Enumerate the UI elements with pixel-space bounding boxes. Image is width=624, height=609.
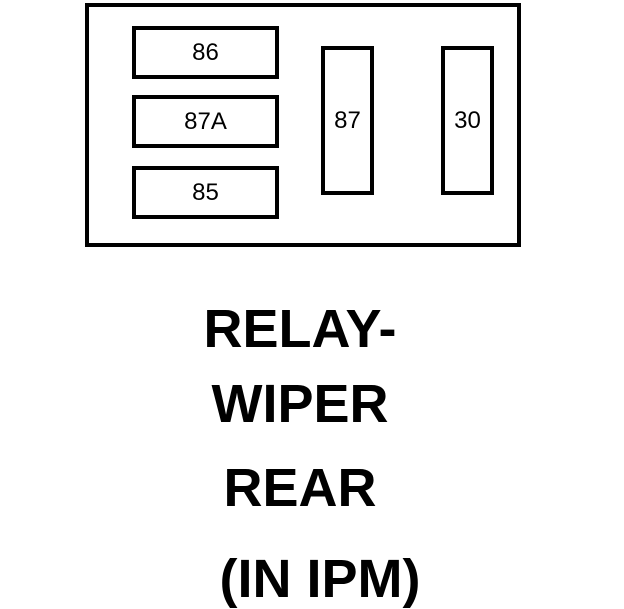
terminal-85: 85: [132, 166, 279, 219]
terminal-86-label: 86: [192, 38, 219, 66]
terminal-30: 30: [441, 46, 494, 195]
terminal-87a: 87A: [132, 95, 279, 148]
caption-line-4: (IN IPM): [219, 549, 421, 609]
caption-line-3: REAR: [223, 458, 377, 518]
caption-line-2: WIPER: [211, 374, 389, 434]
caption-line-1: RELAY-: [203, 299, 397, 359]
relay-housing: 86 87A 85 87 30: [85, 3, 521, 247]
terminal-87: 87: [321, 46, 374, 195]
terminal-85-label: 85: [192, 178, 219, 206]
terminal-30-label: 30: [454, 106, 481, 134]
terminal-87a-label: 87A: [184, 107, 227, 135]
terminal-87-label: 87: [334, 106, 361, 134]
terminal-86: 86: [132, 26, 279, 79]
